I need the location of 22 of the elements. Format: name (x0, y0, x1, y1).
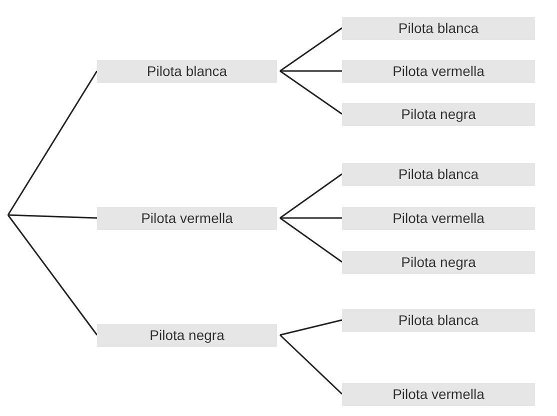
branch-line (7, 214, 98, 336)
branch-line (280, 27, 342, 72)
outcome-box: Pilota negra (342, 250, 535, 274)
outcome-box: Pilota blanca (342, 16, 535, 40)
outcome-box: Pilota vermella (342, 60, 535, 82)
branch-line (280, 319, 342, 336)
branch-line (279, 334, 343, 395)
outcome-box: Pilota blanca (342, 162, 535, 186)
branch-line (280, 217, 342, 219)
outcome-box: Pilota blanca (342, 308, 535, 332)
branch-line (280, 217, 342, 263)
branch-line (280, 70, 342, 72)
outcome-box: Pilota vermella (342, 206, 535, 230)
branch-line (280, 70, 342, 115)
outcome-box: Pilota blanca (97, 60, 277, 82)
branch-line (8, 214, 98, 219)
branch-line (280, 173, 342, 219)
branch-line (7, 70, 98, 216)
outcome-box: Pilota vermella (342, 382, 535, 406)
outcome-box: Pilota negra (342, 102, 535, 126)
outcome-box: Pilota vermella (97, 206, 277, 230)
outcome-box: Pilota negra (97, 324, 277, 346)
